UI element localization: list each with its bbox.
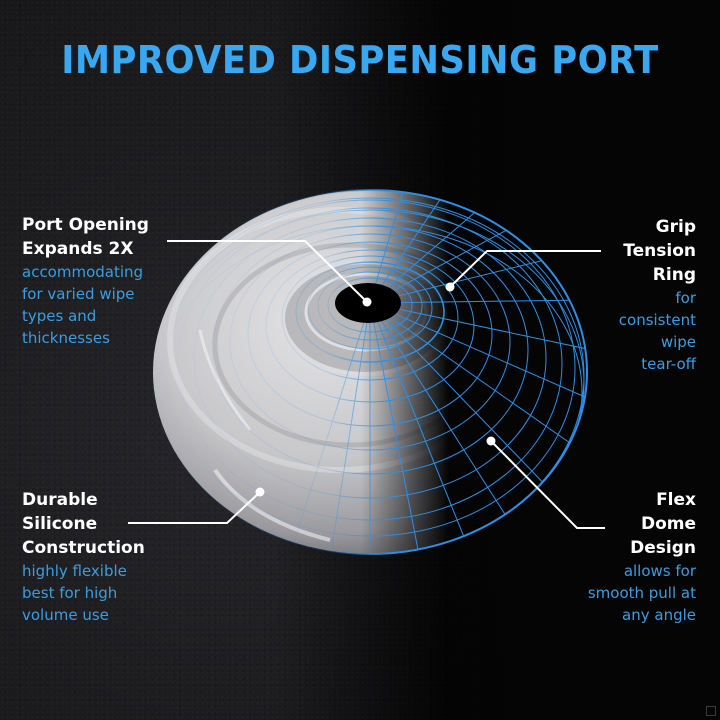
callout-description: best for high [22, 584, 118, 602]
pointer-dot-icon [255, 487, 265, 497]
leader-port-opening [167, 240, 368, 303]
callout-heading: Construction [22, 538, 145, 558]
callout-heading: Port Opening [22, 215, 149, 235]
callout-port-opening: Port Opening Expands 2X accommodating fo… [22, 213, 149, 349]
leader-grip-tension [449, 250, 601, 288]
callout-heading: Dome [640, 514, 696, 534]
pointer-dot-icon [362, 297, 372, 307]
callout-heading: Flex [656, 490, 696, 510]
callout-silicone-construction: Durable Silicone Construction highly fle… [22, 488, 145, 626]
callout-grip-tension-ring: Grip Tension Ring for consistent wipe te… [619, 215, 696, 375]
callout-description: highly flexible [22, 562, 127, 580]
callout-description: volume use [22, 606, 109, 624]
callout-heading: Grip [655, 217, 696, 237]
callout-description: consistent [618, 311, 696, 329]
callout-heading: Silicone [22, 514, 98, 534]
pointer-dot-icon [486, 436, 496, 446]
callout-description: wipe [660, 333, 696, 351]
callout-flex-dome-design: Flex Dome Design allows for smooth pull … [588, 488, 696, 626]
callout-heading: Durable [22, 490, 98, 510]
callout-heading: Tension [623, 241, 696, 261]
callout-description: accommodating [22, 263, 144, 281]
callout-heading: Design [630, 538, 696, 558]
wireframe-mesh [152, 189, 588, 555]
pointer-dot-icon [445, 282, 455, 292]
leader-lines [128, 240, 605, 529]
callout-heading: Ring [652, 265, 696, 285]
callout-description: allows for [623, 562, 696, 580]
callout-description: for [675, 289, 696, 307]
leader-silicone [128, 491, 261, 524]
callout-description: for varied wipe [22, 285, 135, 303]
callout-description: types and [22, 307, 97, 325]
callout-heading: Expands 2X [22, 239, 134, 259]
callout-description: smooth pull at [587, 584, 696, 602]
leader-flex-dome [490, 440, 605, 529]
page-title: IMPROVED DISPENSING PORT [61, 38, 659, 82]
callout-description: thicknesses [22, 329, 110, 347]
callout-description: any angle [622, 606, 696, 624]
callout-description: tear-off [641, 355, 696, 373]
corner-mark-icon [706, 706, 716, 716]
